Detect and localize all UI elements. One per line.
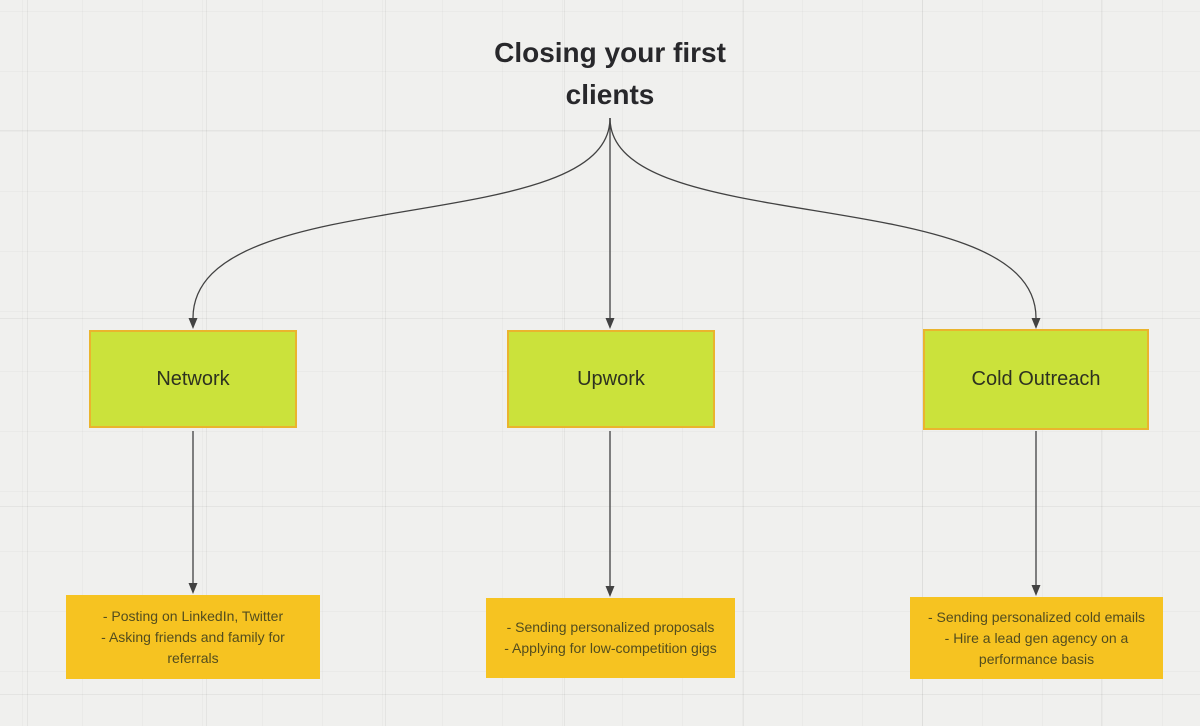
branch-label: Upwork [577, 367, 645, 390]
branch-label: Cold Outreach [971, 368, 1101, 390]
branch-label: Network [156, 367, 230, 390]
branch-node-cold-outreach[interactable]: Cold Outreach [923, 329, 1149, 430]
arrowhead-icon [1031, 585, 1041, 596]
detail-note-upwork[interactable]: - Sending personalized proposals - Apply… [486, 598, 735, 678]
connector-title-to-network [192, 117, 611, 319]
detail-note-network[interactable]: - Posting on LinkedIn, Twitter - Asking … [66, 595, 320, 679]
detail-note-text: - Sending personalized cold emails - Hir… [927, 608, 1146, 667]
arrowhead-icon [605, 318, 615, 329]
detail-note-cold-outreach[interactable]: - Sending personalized cold emails - Hir… [910, 597, 1163, 679]
diagram-title[interactable]: Closing your first clients [494, 37, 726, 110]
branch-node-upwork[interactable]: Upwork [507, 330, 715, 428]
detail-note-text: - Posting on LinkedIn, Twitter - Asking … [101, 607, 285, 666]
arrowhead-icon [1031, 318, 1041, 329]
connector-title-to-cold-outreach [609, 117, 1037, 319]
branch-node-network[interactable]: Network [89, 330, 297, 428]
arrowhead-icon [188, 318, 198, 329]
arrowhead-icon [188, 583, 198, 594]
arrowhead-icon [605, 586, 615, 597]
detail-note-text: - Sending personalized proposals - Apply… [504, 619, 717, 656]
